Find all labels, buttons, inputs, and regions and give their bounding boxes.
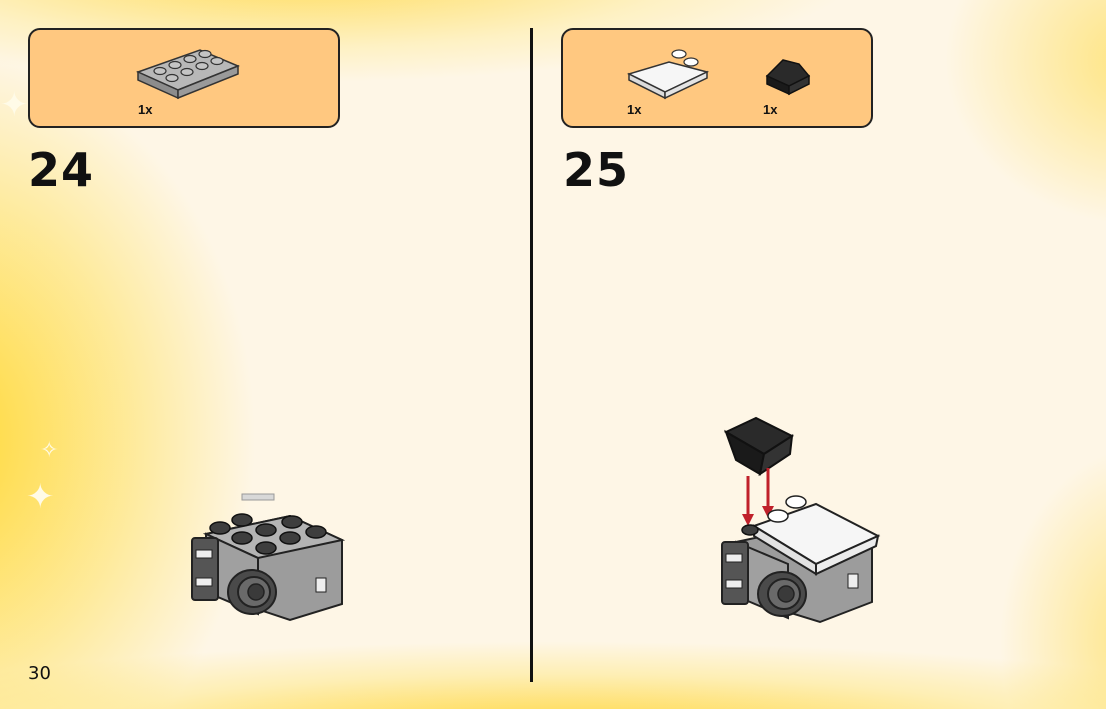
sparkle-icon: ✦	[26, 477, 55, 517]
wedge-slope-white-icon	[626, 49, 710, 100]
step-number: 24	[28, 143, 95, 197]
parts-callout-step-25: 1x 1x	[561, 28, 873, 128]
step-divider	[530, 28, 533, 682]
step-25-assembly-illustration	[721, 416, 881, 624]
page-number: 30	[28, 663, 51, 684]
slope-brick-black-icon	[765, 59, 811, 96]
step-number: 25	[563, 143, 630, 197]
part-quantity: 1x	[627, 102, 642, 117]
part-quantity: 1x	[138, 102, 153, 117]
plate-2x4-grey-icon	[135, 49, 240, 100]
step-24-assembly-illustration	[191, 493, 346, 622]
sparkle-icon: ✧	[40, 438, 59, 463]
part-quantity: 1x	[763, 102, 778, 117]
parts-callout-step-24: 1x	[28, 28, 340, 128]
sparkle-icon: ✦	[0, 85, 29, 125]
